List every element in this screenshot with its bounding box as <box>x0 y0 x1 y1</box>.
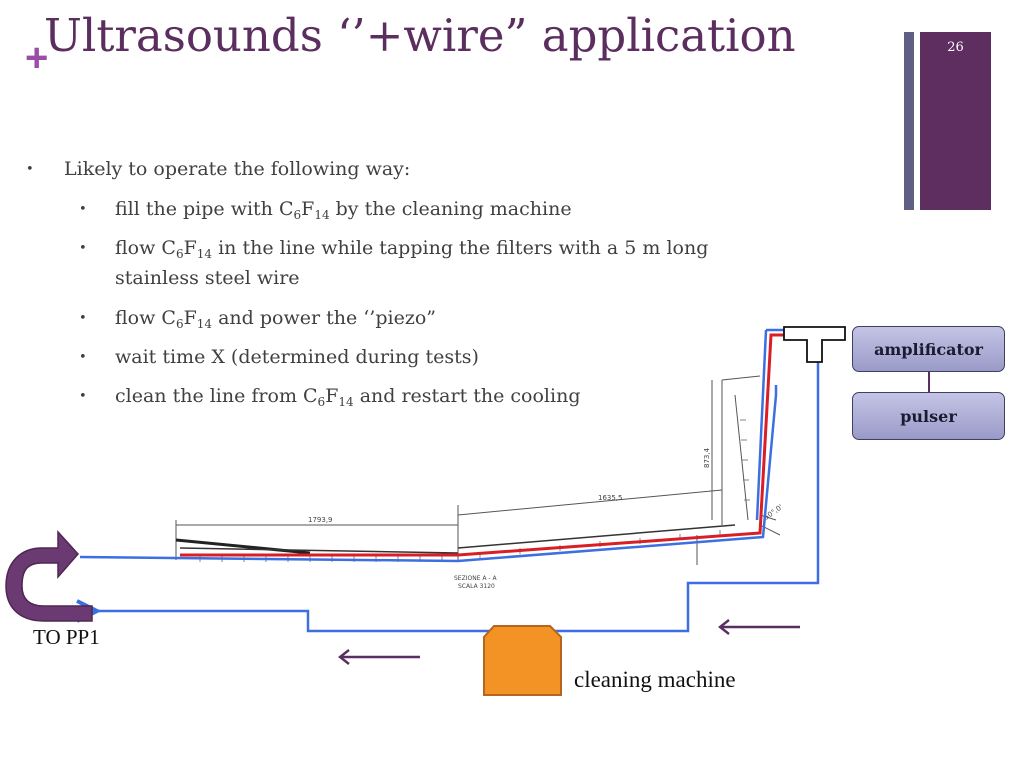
accent-bar-thin <box>904 32 914 210</box>
blue-line-upper <box>79 385 778 563</box>
bullet-dot-icon: • <box>79 241 87 256</box>
u-turn-arrow-icon <box>5 530 93 622</box>
sub-bullet-5-text-post: and restart the cooling <box>353 385 581 407</box>
subscript: 6 <box>175 317 184 331</box>
sub-bullet-3-text-post: and power the ‘’piezo” <box>212 307 436 329</box>
sub-bullet-1-text: fill the pipe with C <box>115 198 294 220</box>
sub-bullet-1: • fill the pipe with C6F14 by the cleani… <box>79 195 572 224</box>
blue-line-right-loop <box>97 360 820 633</box>
flow-arrow-right <box>718 619 800 635</box>
amplificator-box: amplificator <box>852 326 1005 372</box>
blue-line-vertical-left <box>755 329 768 521</box>
cleaning-machine-icon <box>483 625 562 696</box>
accent-bar-wide <box>920 32 991 210</box>
sub-bullet-3-text: flow C <box>115 307 176 329</box>
bullet-dot-icon: • <box>26 162 34 177</box>
sub-bullet-4-text: wait time X (determined during tests) <box>115 346 479 368</box>
sub-bullet-1-text-mid: F <box>301 198 315 220</box>
sub-bullet-2-continuation: stainless steel wire <box>115 267 300 289</box>
sub-bullet-3-text-mid: F <box>183 307 197 329</box>
bullet-dot-icon: • <box>79 350 87 365</box>
drawing-dim-3: 873,4 <box>703 447 711 468</box>
bullet-main-text: Likely to operate the following way: <box>64 158 411 180</box>
pulser-box: pulser <box>852 392 1005 440</box>
sub-bullet-5-text-mid: F <box>325 385 339 407</box>
sub-bullet-5-text: clean the line from C <box>115 385 318 407</box>
sub-bullet-5: • clean the line from C6F14 and restart … <box>79 382 581 411</box>
sub-bullet-2-text-post: in the line while tapping the filters wi… <box>212 237 709 259</box>
bullet-dot-icon: • <box>79 389 87 404</box>
subscript: 14 <box>338 395 354 409</box>
title-plus-icon: + <box>25 36 49 80</box>
sub-bullet-2-text: flow C <box>115 237 176 259</box>
sub-bullet-2-text-mid: F <box>183 237 197 259</box>
drawing-section-label: SEZIONE A - A <box>454 575 497 582</box>
drawing-dim-2: 1635,5 <box>598 494 623 502</box>
sub-bullet-1-text-post: by the cleaning machine <box>329 198 572 220</box>
flow-arrow-left <box>338 649 420 665</box>
bullet-main: • Likely to operate the following way: <box>26 155 411 184</box>
subscript: 14 <box>196 247 213 261</box>
sub-bullet-2: • flow C6F14 in the line while tapping t… <box>79 234 709 263</box>
slide-title: Ultrasounds ‘’+wire” application <box>44 9 796 62</box>
sub-bullet-4: • wait time X (determined during tests) <box>79 343 479 372</box>
cleaning-machine-label: cleaning machine <box>574 667 736 692</box>
drawing-dim-1: 1793,9 <box>308 516 333 524</box>
slide-number: 26 <box>947 40 964 55</box>
t-connector-icon <box>783 326 846 363</box>
bullet-dot-icon: • <box>79 202 87 217</box>
sub-bullet-3: • flow C6F14 and power the ‘’piezo” <box>79 304 436 333</box>
to-pp1-label: TO PP1 <box>33 625 100 649</box>
drawing-scale-label: SCALA 3120 <box>458 583 495 590</box>
subscript: 14 <box>196 317 213 331</box>
subscript: 6 <box>293 208 302 222</box>
subscript: 6 <box>175 247 184 261</box>
bullet-dot-icon: • <box>79 311 87 326</box>
subscript: 6 <box>317 395 326 409</box>
red-supply-line <box>180 333 840 557</box>
subscript: 14 <box>314 208 330 222</box>
technical-drawing <box>175 375 781 565</box>
